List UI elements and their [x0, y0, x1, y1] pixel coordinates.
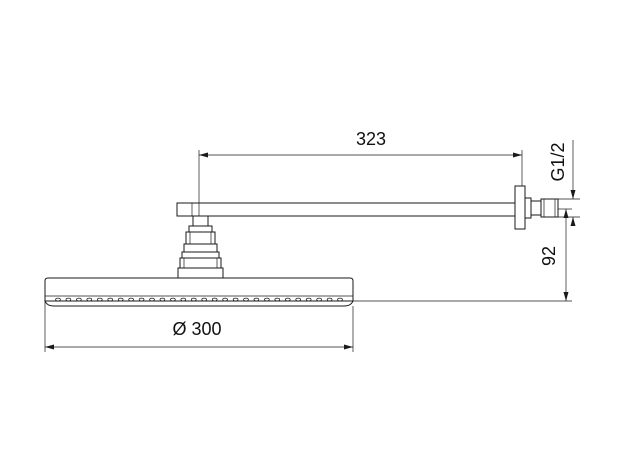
label-height: 92	[539, 246, 559, 266]
nozzle-dot	[65, 297, 72, 302]
label-thread: G1/2	[548, 142, 568, 181]
nozzle-dot	[97, 297, 103, 302]
nozzle-dot	[264, 297, 270, 302]
nozzle-dot	[295, 297, 302, 302]
nozzle-dot	[316, 297, 322, 302]
dimension-thread	[558, 140, 580, 226]
shower-arm	[176, 202, 516, 217]
nozzle-dot	[149, 297, 155, 302]
nozzle-dot	[253, 297, 260, 302]
nozzle-dot	[180, 297, 187, 302]
nozzle-dot	[55, 297, 61, 302]
nozzle-dot	[201, 297, 208, 302]
nozzle-dot	[284, 297, 291, 302]
nozzle-dot	[274, 297, 281, 302]
nozzle-dot	[76, 297, 82, 302]
nozzle-dot	[326, 297, 333, 302]
nozzle-dot	[128, 297, 134, 302]
nozzle-dot	[191, 297, 197, 302]
label-diameter: Ø 300	[172, 319, 221, 339]
swivel-joint	[177, 215, 224, 279]
nozzle-dot	[86, 297, 93, 302]
threaded-connector	[530, 198, 559, 218]
shower-head	[44, 277, 354, 307]
nozzle-dot	[159, 297, 166, 302]
nozzle-dot	[138, 297, 145, 302]
dimension-arm-length	[198, 150, 523, 216]
nozzle-dot	[117, 297, 124, 302]
wall-flange	[514, 185, 532, 230]
nozzle-dot	[337, 297, 343, 302]
nozzle-dot	[222, 297, 228, 302]
label-arm-length: 323	[356, 129, 386, 149]
nozzle-dot	[232, 297, 239, 302]
nozzle-dot	[243, 297, 249, 302]
shower-head-nozzles	[55, 297, 343, 302]
nozzle-dot	[170, 297, 176, 302]
nozzle-dot	[305, 297, 312, 302]
dimension-diameter	[44, 301, 354, 352]
dimension-height	[353, 208, 572, 302]
nozzle-dot	[211, 297, 218, 302]
nozzle-dot	[107, 297, 113, 302]
